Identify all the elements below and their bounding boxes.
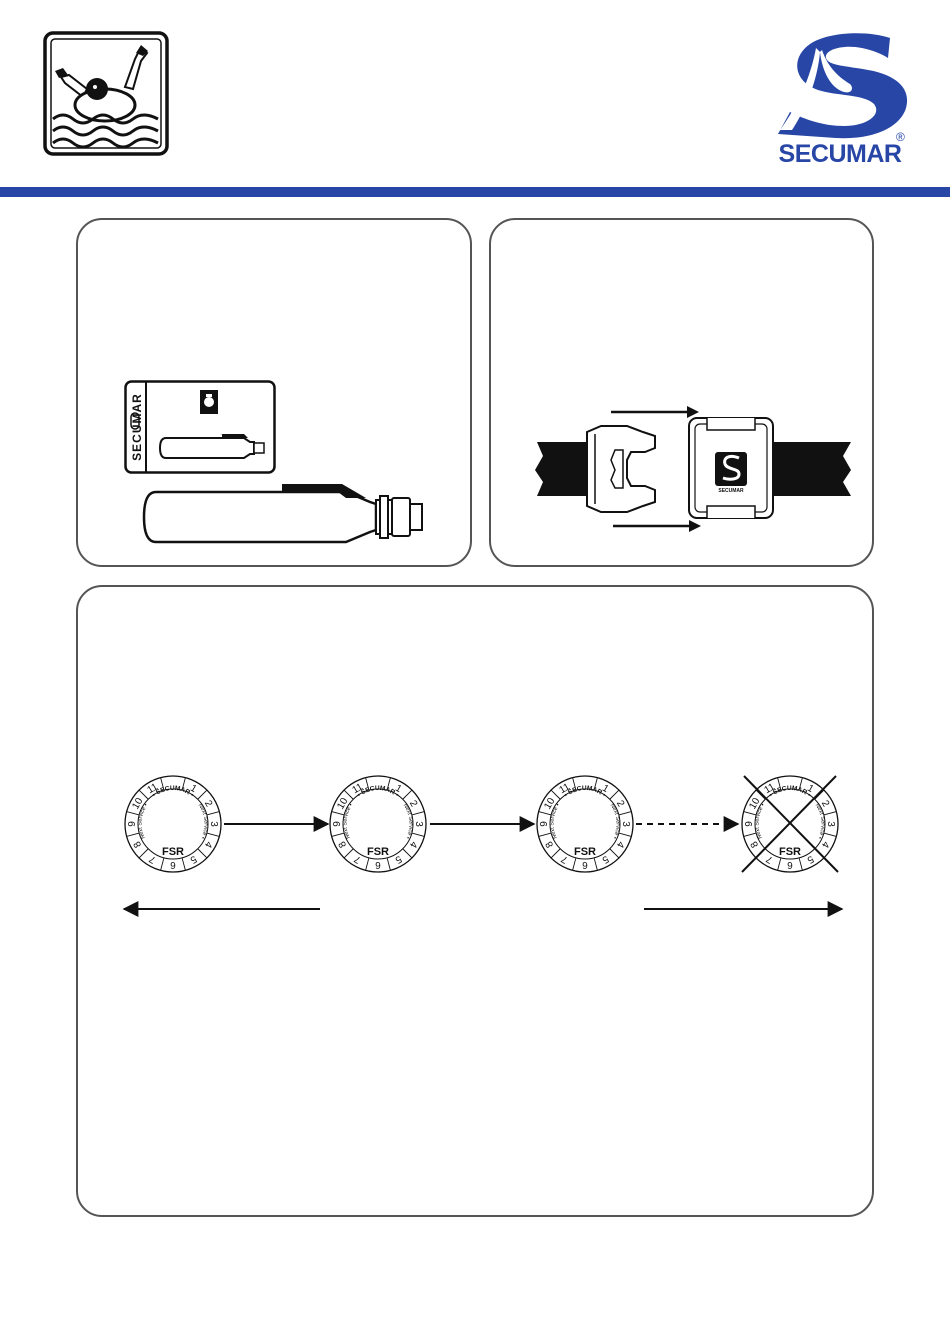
header: SECUMAR ® (0, 0, 950, 200)
dial-number: 7 (147, 853, 158, 866)
dial-number: 2 (202, 799, 215, 810)
dial-number: 2 (614, 799, 627, 810)
gas-cylinder (142, 482, 442, 546)
dial-caption-text: Next Service • (609, 803, 621, 840)
dial-number: 5 (188, 853, 199, 866)
dial-number: 10 (542, 796, 557, 812)
secumar-logo: SECUMAR ® (772, 30, 912, 172)
dial-caption-text: Next Service • (137, 803, 149, 840)
dial-number: 7 (352, 853, 363, 866)
person-in-water-pictogram (43, 31, 169, 156)
dial-number: 10 (747, 796, 762, 812)
buckle-brand-label: SECUMAR (718, 488, 744, 494)
dial-code-text: FSR (574, 846, 596, 858)
dial-number: 2 (407, 799, 420, 810)
dial-number: 9 (744, 821, 755, 827)
dial-number: 9 (127, 821, 138, 827)
dial-caption-text: Next Service • (814, 803, 826, 840)
dial-number: 7 (559, 853, 570, 866)
registered-mark: ® (896, 130, 905, 144)
dial-number: 6 (170, 859, 176, 870)
cross-line-1 (743, 775, 839, 873)
buckle-illustration: SECUMAR (531, 400, 861, 540)
dial-number: 3 (620, 821, 631, 827)
header-divider (0, 187, 950, 197)
dial-number: 1 (188, 783, 199, 796)
dial-number: 6 (375, 859, 381, 870)
panel-gas-cylinder: SECUMAR (76, 218, 472, 567)
dial-caption-text: Next Service • (402, 803, 414, 840)
dial-code-text: FSR (162, 846, 184, 858)
dial-number: 1 (805, 783, 816, 796)
dial-code-text: FSR (367, 846, 389, 858)
dial-number: 10 (130, 796, 145, 812)
dial-number: 3 (825, 821, 836, 827)
dial-number: 1 (393, 783, 404, 796)
dial-number: 7 (764, 853, 775, 866)
dial-number: 5 (805, 853, 816, 866)
dial-caption-text: Next Service • (342, 803, 354, 840)
dial-number: 3 (208, 821, 219, 827)
brand-wordmark: SECUMAR (778, 140, 902, 168)
dial-number: 8 (132, 839, 145, 850)
person-in-water-with-lifejacket-icon (43, 31, 169, 156)
dial-caption-text: Next Service • (549, 803, 561, 840)
dial-number: 3 (413, 821, 424, 827)
dial-number: 9 (539, 821, 550, 827)
dial-number: 4 (202, 839, 215, 850)
dial-number: 4 (614, 839, 627, 850)
dial-number: 6 (787, 859, 793, 870)
dial-number: 5 (600, 853, 611, 866)
dial-number: 2 (819, 799, 832, 810)
dial-number: 4 (407, 839, 420, 850)
dial-number: 4 (819, 839, 832, 850)
dial-caption-text: Next Service • (754, 803, 766, 840)
dial-number: 8 (544, 839, 557, 850)
dial-number: 9 (332, 821, 343, 827)
dial-number: 10 (335, 796, 350, 812)
panel-buckle: SECUMAR (489, 218, 874, 567)
dial-number: 1 (600, 783, 611, 796)
cylinder-blister-package: SECUMAR (124, 380, 276, 474)
dial-number: 5 (393, 853, 404, 866)
dial-caption-text: Next Service • (197, 803, 209, 840)
package-brand-label: SECUMAR (130, 393, 144, 461)
dial-number: 8 (337, 839, 350, 850)
secumar-s-logo-icon (778, 33, 908, 139)
dial-number: 8 (749, 839, 762, 850)
dial-code-text: FSR (779, 846, 801, 858)
dial-number: 6 (582, 859, 588, 870)
cross-line-2 (741, 775, 837, 873)
